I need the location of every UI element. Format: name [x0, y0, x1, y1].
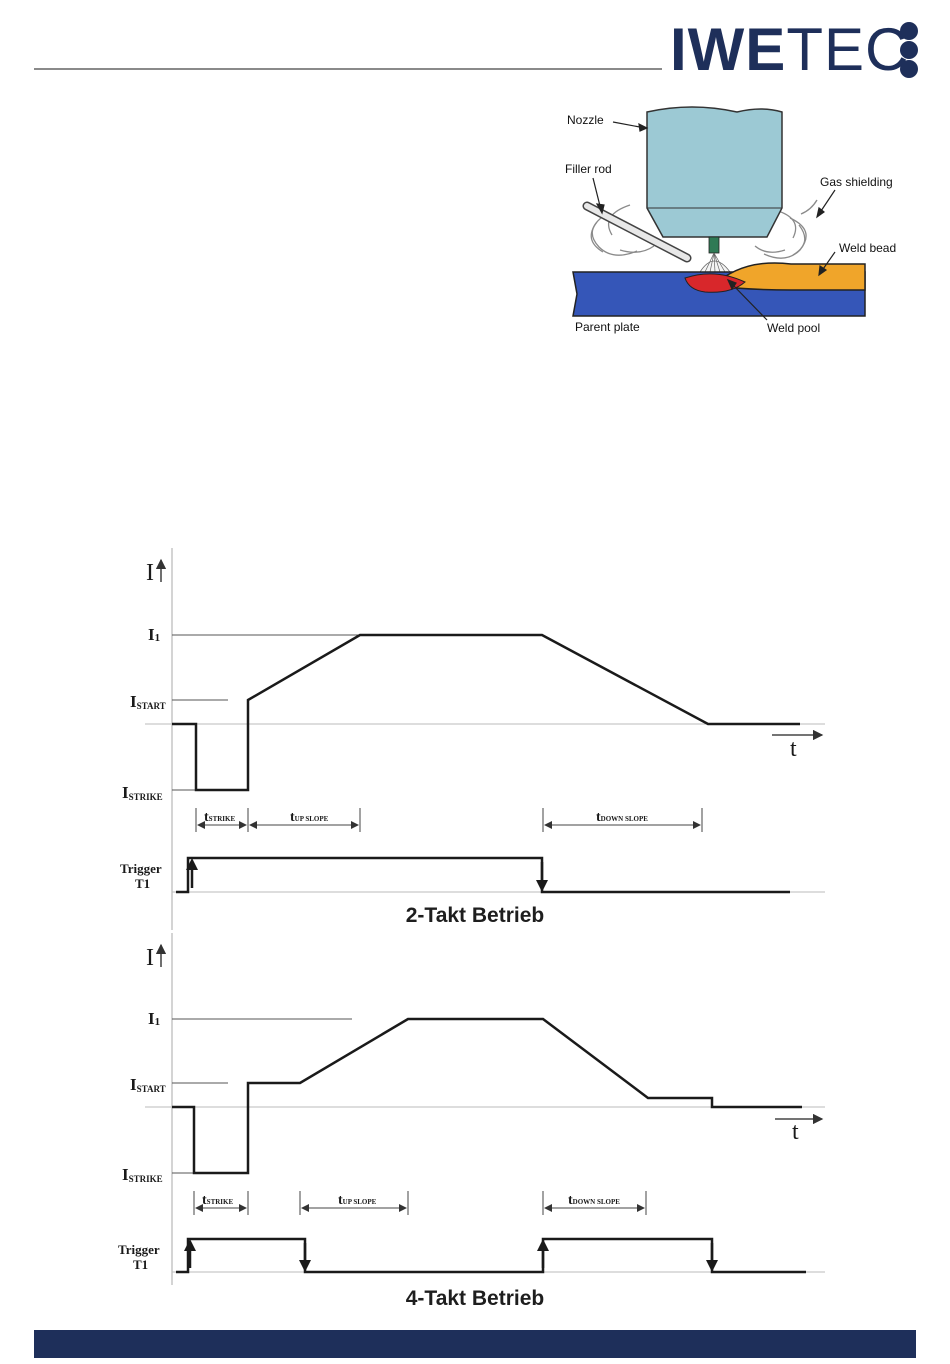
istart-sub: START — [137, 701, 166, 711]
label-weld-bead: Weld bead — [839, 241, 896, 255]
caption-4-takt: 4-Takt Betrieb — [0, 1287, 950, 1311]
label-parent-plate: Parent plate — [575, 320, 640, 334]
trigger-t1-label: T1 — [135, 876, 150, 891]
tupslope-sub: UP SLOPE — [295, 815, 329, 823]
svg-text:ISTART: ISTART — [130, 692, 166, 711]
label-nozzle: Nozzle — [567, 113, 604, 127]
istart-sub: START — [137, 1084, 166, 1094]
svg-text:tDOWN SLOPE: tDOWN SLOPE — [568, 1193, 620, 1208]
i1-sub: 1 — [155, 1016, 161, 1028]
tdownslope-sub: DOWN SLOPE — [573, 1198, 621, 1206]
trigger-label: Trigger — [120, 861, 162, 876]
svg-text:ISTRIKE: ISTRIKE — [122, 783, 163, 802]
svg-text:tUP SLOPE: tUP SLOPE — [290, 810, 329, 825]
trigger-t1-label: T1 — [133, 1257, 148, 1272]
svg-text:ISTRIKE: ISTRIKE — [122, 1165, 163, 1184]
trigger-up-arrow-icon — [537, 1239, 549, 1268]
current-curve — [172, 1019, 802, 1173]
logo-wordmark: IWETEC — [670, 18, 909, 82]
trigger-down-arrow-icon — [299, 1243, 311, 1272]
label-weld-pool: Weld pool — [767, 321, 820, 335]
svg-text:tDOWN SLOPE: tDOWN SLOPE — [596, 810, 648, 825]
svg-text:ISTART: ISTART — [130, 1075, 166, 1094]
tdownslope-sub: DOWN SLOPE — [601, 815, 649, 823]
trigger-down-arrow-icon — [536, 862, 548, 892]
y-axis-label: I — [146, 560, 154, 586]
current-curve — [172, 635, 800, 790]
logo-dots-icon — [898, 20, 920, 80]
nozzle-body — [647, 107, 782, 237]
y-axis-label: I — [146, 945, 154, 971]
svg-text:I1: I1 — [148, 625, 160, 644]
svg-text:tSTRIKE: tSTRIKE — [202, 1193, 233, 1208]
diagram-4-takt: I I1 ISTART ISTRIKE t tSTRIKE tUP SLOPE … — [100, 925, 840, 1315]
footer-bar — [34, 1330, 916, 1358]
diagram-2-takt: I I1 ISTART ISTRIKE t tSTRIKE tUP SLOPE … — [100, 540, 840, 930]
trigger-signal — [176, 858, 790, 892]
label-filler-rod: Filler rod — [565, 162, 612, 176]
svg-text:I1: I1 — [148, 1009, 160, 1028]
svg-text:tUP SLOPE: tUP SLOPE — [338, 1193, 377, 1208]
trigger-down-arrow-icon — [706, 1243, 718, 1272]
tstrike-sub: STRIKE — [207, 1198, 234, 1206]
istrike-sub: STRIKE — [129, 792, 163, 802]
tig-torch-illustration: Nozzle Filler rod Gas shielding Weld bea… — [535, 100, 910, 345]
label-gas-shielding: Gas shielding — [820, 175, 893, 189]
trigger-label: Trigger — [118, 1242, 160, 1257]
t-axis-label: t — [792, 1119, 799, 1145]
i1-sub: 1 — [155, 632, 161, 644]
t-axis-label: t — [790, 736, 797, 762]
svg-text:tSTRIKE: tSTRIKE — [204, 810, 235, 825]
tupslope-sub: UP SLOPE — [343, 1198, 377, 1206]
header-divider — [34, 68, 662, 70]
iwetec-logo: IWETEC — [670, 18, 920, 82]
trigger-up-arrow-icon — [184, 1239, 196, 1268]
istrike-sub: STRIKE — [129, 1174, 163, 1184]
tstrike-sub: STRIKE — [209, 815, 236, 823]
